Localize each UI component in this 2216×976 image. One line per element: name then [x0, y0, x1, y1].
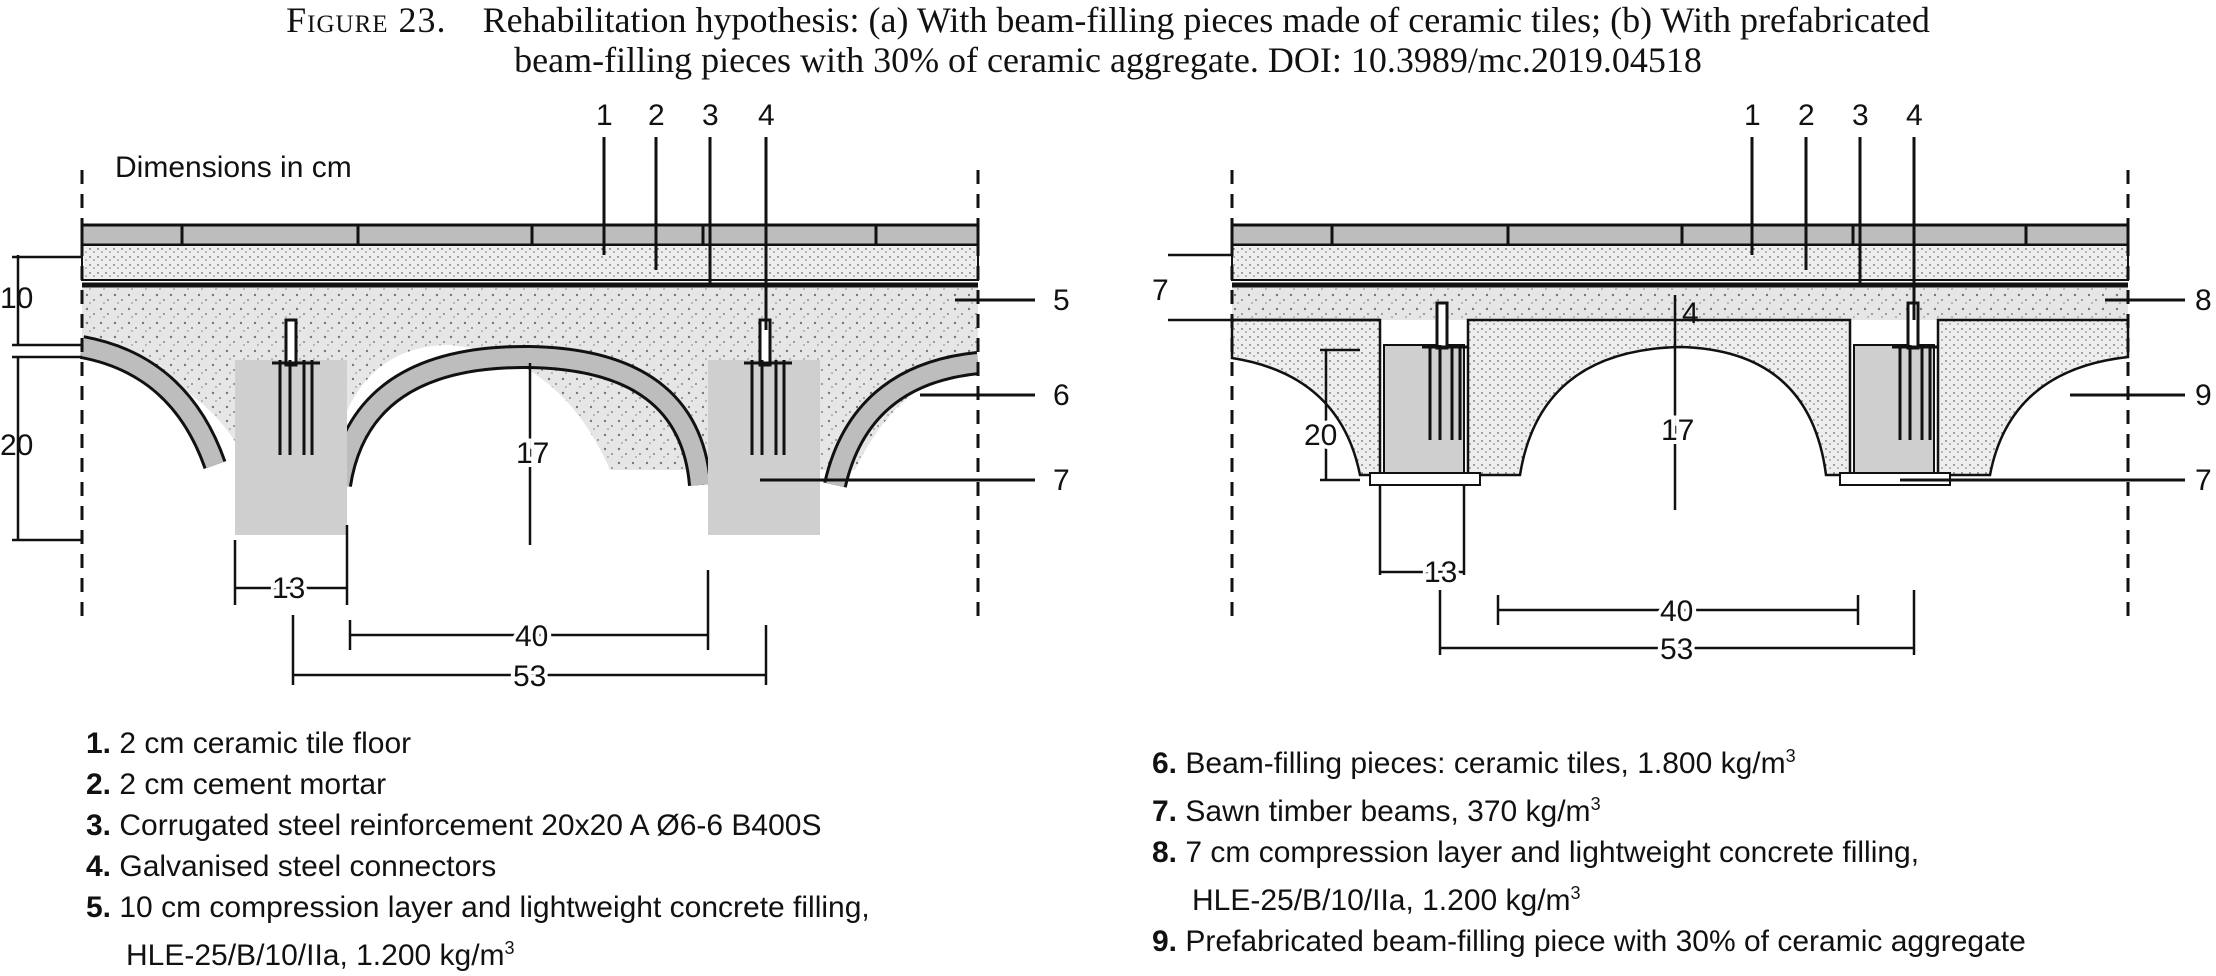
b-label-9: 9 [2195, 379, 2212, 412]
a-dim-20: 20 [0, 429, 33, 462]
legend-item-8: 8. 7 cm compression layer and lightweigh… [1152, 836, 1920, 917]
b-label-1: 1 [1744, 99, 1761, 132]
legend-item-4: 4. Galvanised steel connectors [86, 850, 497, 883]
a-label-5: 5 [1053, 284, 1070, 317]
a-connector-right [744, 318, 792, 455]
a-label-7: 7 [1053, 464, 1070, 497]
a-connector-left [272, 318, 320, 455]
legend-item-2: 2. 2 cm cement mortar [86, 768, 387, 801]
figure-caption: Figure 23. Rehabilitation hypothesis: (a… [0, 0, 2216, 80]
a-label-2: 2 [648, 99, 665, 132]
section-drawings: Dimensions in cm 1 2 3 4 5 6 7 1 [0, 99, 2212, 697]
a-label-6: 6 [1053, 379, 1070, 412]
b-label-7: 7 [2195, 464, 2212, 497]
a-dim-53: 53 [513, 660, 546, 693]
legend-left: 1. 2 cm ceramic tile floor 2. 2 cm cemen… [86, 723, 870, 976]
b-dim-20: 20 [1304, 419, 1337, 452]
a-tile-floor [80, 223, 980, 247]
legend-item-5: 5. 10 cm compression layer and lightweig… [86, 891, 870, 972]
b-dim-40: 40 [1660, 595, 1693, 628]
a-dim-17: 17 [516, 437, 549, 470]
a-dim-10: 10 [0, 282, 33, 315]
b-concrete-fill [1232, 285, 2128, 320]
a-dimensions-note: Dimensions in cm [115, 151, 352, 184]
b-mortar [1231, 244, 2129, 281]
b-label-8: 8 [2195, 284, 2212, 317]
b-dim-17: 17 [1661, 414, 1694, 447]
b-dim-53: 53 [1660, 633, 1693, 666]
b-tile-floor [1230, 223, 2130, 247]
b-dim-13: 13 [1424, 556, 1457, 589]
legend-item-9: 9. Prefabricated beam-filling piece with… [1152, 925, 2026, 958]
b-dim-4: 4 [1682, 297, 1699, 330]
a-mortar [81, 244, 979, 281]
diagram-a: Dimensions in cm 1 2 3 4 5 6 7 1 [0, 99, 1070, 697]
b-connector-right [1892, 301, 1938, 440]
legend-item-7: 7. Sawn timber beams, 370 kg/m3 [1152, 794, 1601, 828]
b-connector-left [1422, 301, 1468, 440]
a-label-3: 3 [702, 99, 719, 132]
legend-item-3: 3. Corrugated steel reinforcement 20x20 … [86, 809, 822, 842]
a-label-4: 4 [758, 99, 775, 132]
b-label-3: 3 [1852, 99, 1869, 132]
a-dim-40: 40 [515, 620, 548, 653]
caption-line-2: beam-filling pieces with 30% of ceramic … [514, 40, 1702, 80]
b-dim-7: 7 [1152, 274, 1169, 307]
legend-item-6: 6. Beam-filling pieces: ceramic tiles, 1… [1152, 746, 1796, 780]
b-label-4: 4 [1906, 99, 1923, 132]
b-prefab-middle [1466, 318, 1852, 477]
a-beam-right [708, 360, 820, 535]
legend-item-1: 1. 2 cm ceramic tile floor [86, 727, 412, 760]
legend-right: 6. Beam-filling pieces: ceramic tiles, 1… [1152, 736, 2026, 962]
b-label-2: 2 [1798, 99, 1815, 132]
a-dim-13: 13 [272, 572, 305, 605]
b-prefab-right [1936, 318, 2130, 477]
diagram-b: 1 2 3 4 8 9 7 7 20 4 17 [1152, 99, 2212, 670]
figure-label: Figure 23. [286, 0, 447, 40]
a-label-1: 1 [596, 99, 613, 132]
caption-line-1: Rehabilitation hypothesis: (a) With beam… [482, 0, 1930, 40]
